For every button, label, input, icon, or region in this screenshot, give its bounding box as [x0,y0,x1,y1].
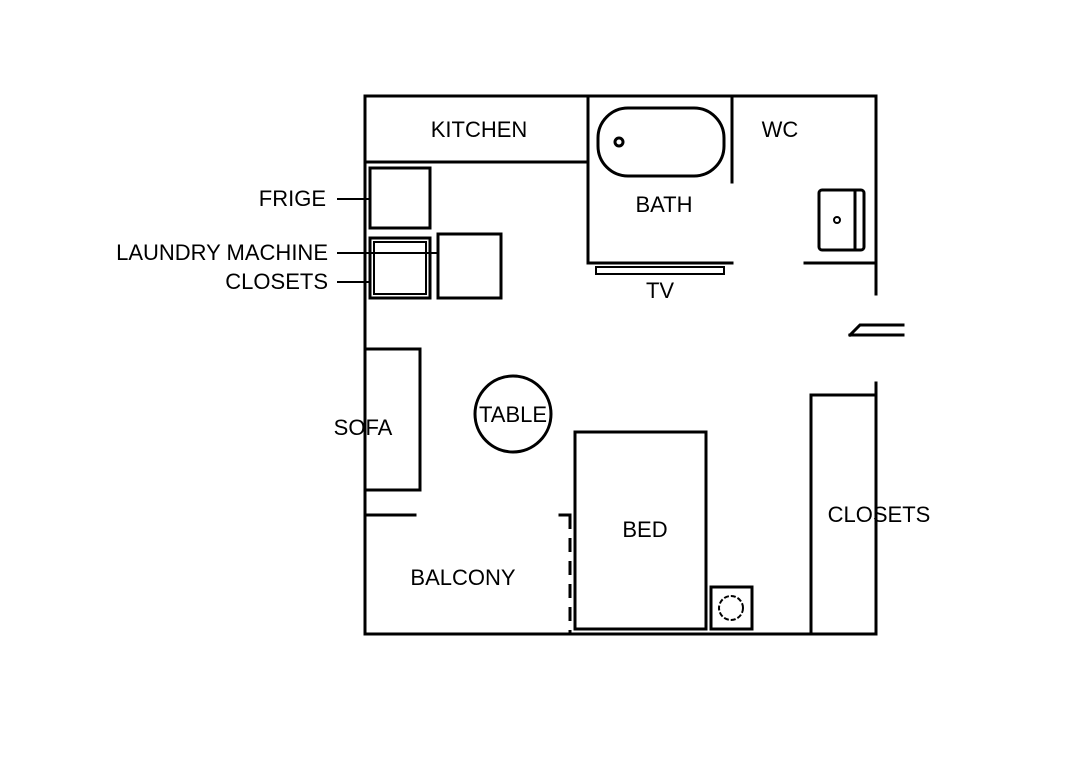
label-bed: BED [622,517,667,542]
label-tv: TV [646,278,674,303]
plant-icon [718,595,744,621]
table [473,374,553,454]
bathtub-drain [613,136,625,148]
fridge [368,166,432,230]
sofa [363,347,422,492]
label-kitchen: KITCHEN [431,117,528,142]
bathtub [596,106,726,178]
label-laundry-machine: LAUNDRY MACHINE [116,240,328,265]
laundry-machine-inner [373,241,427,295]
closet-right [809,393,876,634]
outer-walls [363,94,878,636]
label-closets-right: CLOSETS [828,502,931,527]
label-sofa: SOFA [334,415,393,440]
bed [573,430,708,631]
tv-unit [595,266,725,275]
wc-sink [817,188,866,252]
plant-box [709,585,754,631]
label-balcony: BALCONY [410,565,515,590]
label-frige: FRIGE [259,186,326,211]
closet-left [436,232,503,300]
entrance-door [847,323,905,338]
label-table: TABLE [479,402,547,427]
interior-walls [363,94,878,517]
label-wc: WC [762,117,799,142]
wc-sink-drain [833,216,841,224]
label-bath: BATH [635,192,692,217]
laundry-machine [368,236,432,300]
label-closets-left: CLOSETS [225,269,328,294]
